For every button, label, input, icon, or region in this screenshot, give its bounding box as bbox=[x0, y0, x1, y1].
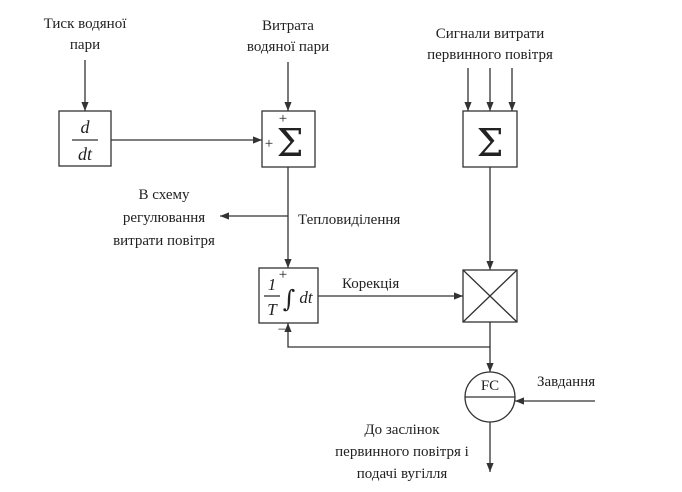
label-steam-flow-line1: Витрата bbox=[262, 18, 314, 34]
sum-plus-left: + bbox=[265, 136, 273, 152]
label-output-line2: первинного повітря і bbox=[335, 444, 469, 460]
label-setpoint: Завдання bbox=[537, 374, 595, 390]
integrator-plus: + bbox=[279, 267, 287, 283]
derivative-denominator: dt bbox=[78, 144, 93, 164]
label-to-air-scheme-line3: витрати повітря bbox=[113, 233, 215, 249]
integrator-dt: dt bbox=[299, 288, 314, 307]
sum-block-air-sigma: Σ bbox=[477, 121, 504, 165]
controller-label: FC bbox=[481, 378, 499, 394]
integrator-numerator: 1 bbox=[268, 275, 277, 294]
derivative-block: d dt bbox=[58, 110, 112, 167]
sum-block-air: Σ bbox=[462, 110, 518, 168]
label-air-signals-line1: Сигнали витрати bbox=[436, 26, 544, 42]
label-output-line3: подачі вугілля bbox=[357, 466, 448, 482]
label-steam-pressure-line1: Тиск водяної bbox=[44, 16, 128, 32]
label-steam-flow-line2: водяної пари bbox=[247, 39, 329, 55]
integrator-minus: − bbox=[278, 322, 286, 338]
label-correction: Корекція bbox=[342, 276, 399, 292]
label-steam-pressure-line2: пари bbox=[70, 37, 100, 53]
label-to-air-scheme-line1: В схему bbox=[139, 187, 190, 203]
label-output-line1: До заслінок bbox=[364, 422, 440, 438]
integrator-denominator: T bbox=[267, 300, 278, 319]
label-heat-release: Тепловиділення bbox=[298, 212, 400, 228]
derivative-numerator: d bbox=[81, 117, 91, 137]
sum-block-steam: Σ + + bbox=[261, 110, 316, 168]
flow-controller: FC bbox=[464, 371, 516, 423]
label-air-signals-line2: первинного повітря bbox=[427, 47, 553, 63]
sum-block-steam-sigma: Σ bbox=[277, 121, 304, 165]
integrator-block: 1 T ∫ dt + − bbox=[258, 267, 319, 338]
label-to-air-scheme-line2: регулювання bbox=[123, 210, 205, 226]
sum-plus-top: + bbox=[279, 111, 287, 127]
multiplier-block bbox=[462, 269, 518, 323]
arrow-feedback-to-integrator bbox=[284, 323, 490, 348]
integrator-integral-sign: ∫ bbox=[283, 285, 296, 313]
